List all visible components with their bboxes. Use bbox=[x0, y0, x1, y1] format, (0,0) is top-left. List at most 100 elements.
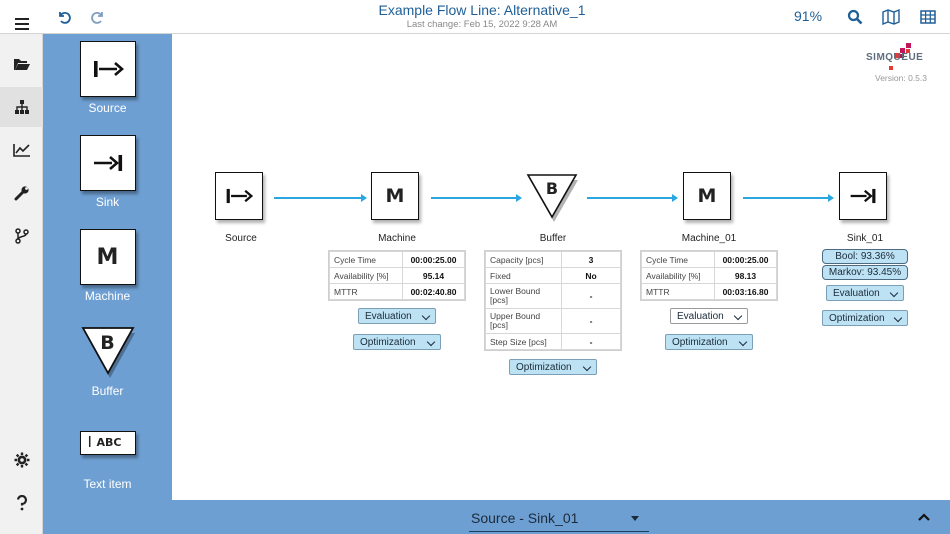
buffer-triangle-icon bbox=[80, 327, 135, 378]
last-change-text: Last change: Feb 15, 2022 9:28 AM bbox=[406, 19, 558, 30]
component-palette: Source Sink M Machine B Buffer I ABC Tex… bbox=[43, 34, 172, 500]
param-value[interactable]: 00:03:16.80 bbox=[714, 283, 777, 300]
param-value[interactable]: - bbox=[561, 333, 621, 350]
palette-item-machine[interactable]: M Machine bbox=[43, 229, 172, 303]
param-value[interactable]: 00:00:25.00 bbox=[714, 251, 777, 268]
source-tile[interactable] bbox=[79, 41, 136, 97]
bottom-bar: Source - Sink_01 bbox=[43, 500, 950, 534]
node-label-source: Source bbox=[225, 233, 257, 244]
node-sink-01[interactable] bbox=[839, 172, 887, 220]
path-select[interactable]: Source - Sink_01 bbox=[469, 507, 649, 532]
palette-label-machine: Machine bbox=[84, 289, 131, 303]
sink-arrow-icon bbox=[850, 188, 876, 204]
sink-evaluation-dropdown[interactable]: Evaluation bbox=[826, 285, 904, 301]
table-row: Availability [%]98.13 bbox=[641, 267, 777, 284]
param-key: Capacity [pcs] bbox=[485, 251, 562, 268]
undo-icon[interactable] bbox=[53, 6, 75, 28]
machine-tile[interactable]: M bbox=[79, 229, 136, 285]
document-title-block: Example Flow Line: Alternative_1 Last ch… bbox=[330, 2, 634, 31]
text-item-tile[interactable]: I ABC bbox=[79, 431, 136, 455]
machine-evaluation-dropdown[interactable]: Evaluation bbox=[358, 308, 436, 324]
dropdown-label: Optimization bbox=[360, 336, 416, 348]
palette-item-text[interactable]: I ABC Text item bbox=[43, 431, 172, 491]
table-row: Upper Bound [pcs]- bbox=[485, 308, 621, 334]
branch-icon[interactable] bbox=[0, 216, 43, 256]
buffer-letter: B bbox=[545, 179, 559, 198]
flow-arrow bbox=[274, 197, 362, 199]
buffer-tile[interactable]: B bbox=[79, 324, 137, 380]
gear-icon[interactable] bbox=[0, 440, 43, 480]
node-label-buffer: Buffer bbox=[539, 233, 567, 244]
hamburger-menu-icon[interactable] bbox=[0, 4, 43, 44]
table-row: Availability [%]95.14 bbox=[329, 267, 465, 284]
simqueue-logo: SIMQUEUE bbox=[862, 42, 942, 84]
palette-label-sink: Sink bbox=[95, 195, 120, 209]
left-rail bbox=[0, 18, 43, 534]
table-row: Lower Bound [pcs]- bbox=[485, 283, 621, 309]
param-value[interactable]: 3 bbox=[561, 251, 621, 268]
param-value[interactable]: - bbox=[561, 283, 621, 309]
logo-brand-text: SIMQUEUE bbox=[866, 52, 924, 63]
param-key: Upper Bound [pcs] bbox=[485, 308, 562, 334]
param-value[interactable]: 95.14 bbox=[402, 267, 465, 284]
param-value[interactable]: No bbox=[561, 267, 621, 284]
caret-down-icon bbox=[631, 516, 639, 521]
chevron-down-icon bbox=[426, 337, 436, 347]
search-icon[interactable] bbox=[844, 6, 866, 28]
question-icon[interactable] bbox=[0, 483, 43, 523]
grid-icon[interactable] bbox=[917, 6, 939, 28]
flow-arrowhead bbox=[828, 194, 834, 202]
palette-item-source[interactable]: Source bbox=[43, 41, 172, 115]
chart-line-icon[interactable] bbox=[0, 130, 43, 170]
param-value[interactable]: - bbox=[561, 308, 621, 334]
buffer-triangle-icon bbox=[526, 174, 578, 222]
logo-mark-icon bbox=[889, 43, 911, 70]
node-machine-01[interactable]: M bbox=[683, 172, 731, 220]
path-select-value: Source - Sink_01 bbox=[471, 510, 579, 526]
sink-optimization-dropdown[interactable]: Optimization bbox=[822, 310, 908, 326]
chevron-down-icon bbox=[582, 362, 592, 372]
document-title: Example Flow Line: Alternative_1 bbox=[378, 2, 586, 18]
chevron-up-icon[interactable] bbox=[916, 509, 932, 525]
sink-tile[interactable] bbox=[79, 135, 136, 191]
dropdown-label: Evaluation bbox=[365, 310, 412, 322]
wrench-icon[interactable] bbox=[0, 173, 43, 213]
text-item-glyph: ABC bbox=[96, 436, 122, 449]
param-value[interactable]: 98.13 bbox=[714, 267, 777, 284]
source-arrow-icon bbox=[93, 61, 124, 77]
text-cursor-icon: I bbox=[87, 433, 92, 451]
param-key: MTTR bbox=[641, 283, 715, 300]
zoom-level[interactable]: 91% bbox=[794, 8, 823, 24]
machine-01-evaluation-dropdown[interactable]: Evaluation bbox=[670, 308, 748, 324]
dropdown-label: Evaluation bbox=[833, 287, 880, 299]
chevron-down-icon bbox=[889, 288, 899, 298]
node-buffer[interactable]: B bbox=[525, 172, 579, 222]
hierarchy-icon[interactable] bbox=[0, 87, 43, 127]
buffer-optimization-dropdown[interactable]: Optimization bbox=[509, 359, 597, 375]
machine-01-optimization-dropdown[interactable]: Optimization bbox=[665, 334, 753, 350]
machine-optimization-dropdown[interactable]: Optimization bbox=[353, 334, 441, 350]
node-machine[interactable]: M bbox=[371, 172, 419, 220]
dropdown-label: Evaluation bbox=[677, 310, 724, 322]
param-key: Fixed bbox=[485, 267, 562, 284]
param-key: Availability [%] bbox=[329, 267, 403, 284]
param-value[interactable]: 00:02:40.80 bbox=[402, 283, 465, 300]
bool-result-badge: Bool: 93.36% bbox=[822, 249, 908, 264]
node-label-sink-01: Sink_01 bbox=[846, 233, 884, 244]
param-value[interactable]: 00:00:25.00 bbox=[402, 251, 465, 268]
sink-arrow-icon bbox=[93, 155, 122, 171]
param-key: Step Size [pcs] bbox=[485, 333, 562, 350]
redo-icon[interactable] bbox=[87, 6, 109, 28]
folder-open-icon[interactable] bbox=[0, 44, 43, 84]
palette-item-buffer[interactable]: B Buffer bbox=[43, 324, 172, 398]
map-icon[interactable] bbox=[880, 6, 902, 28]
node-source[interactable] bbox=[215, 172, 263, 220]
palette-item-sink[interactable]: Sink bbox=[43, 135, 172, 209]
node-label-machine-01: Machine_01 bbox=[681, 233, 737, 244]
